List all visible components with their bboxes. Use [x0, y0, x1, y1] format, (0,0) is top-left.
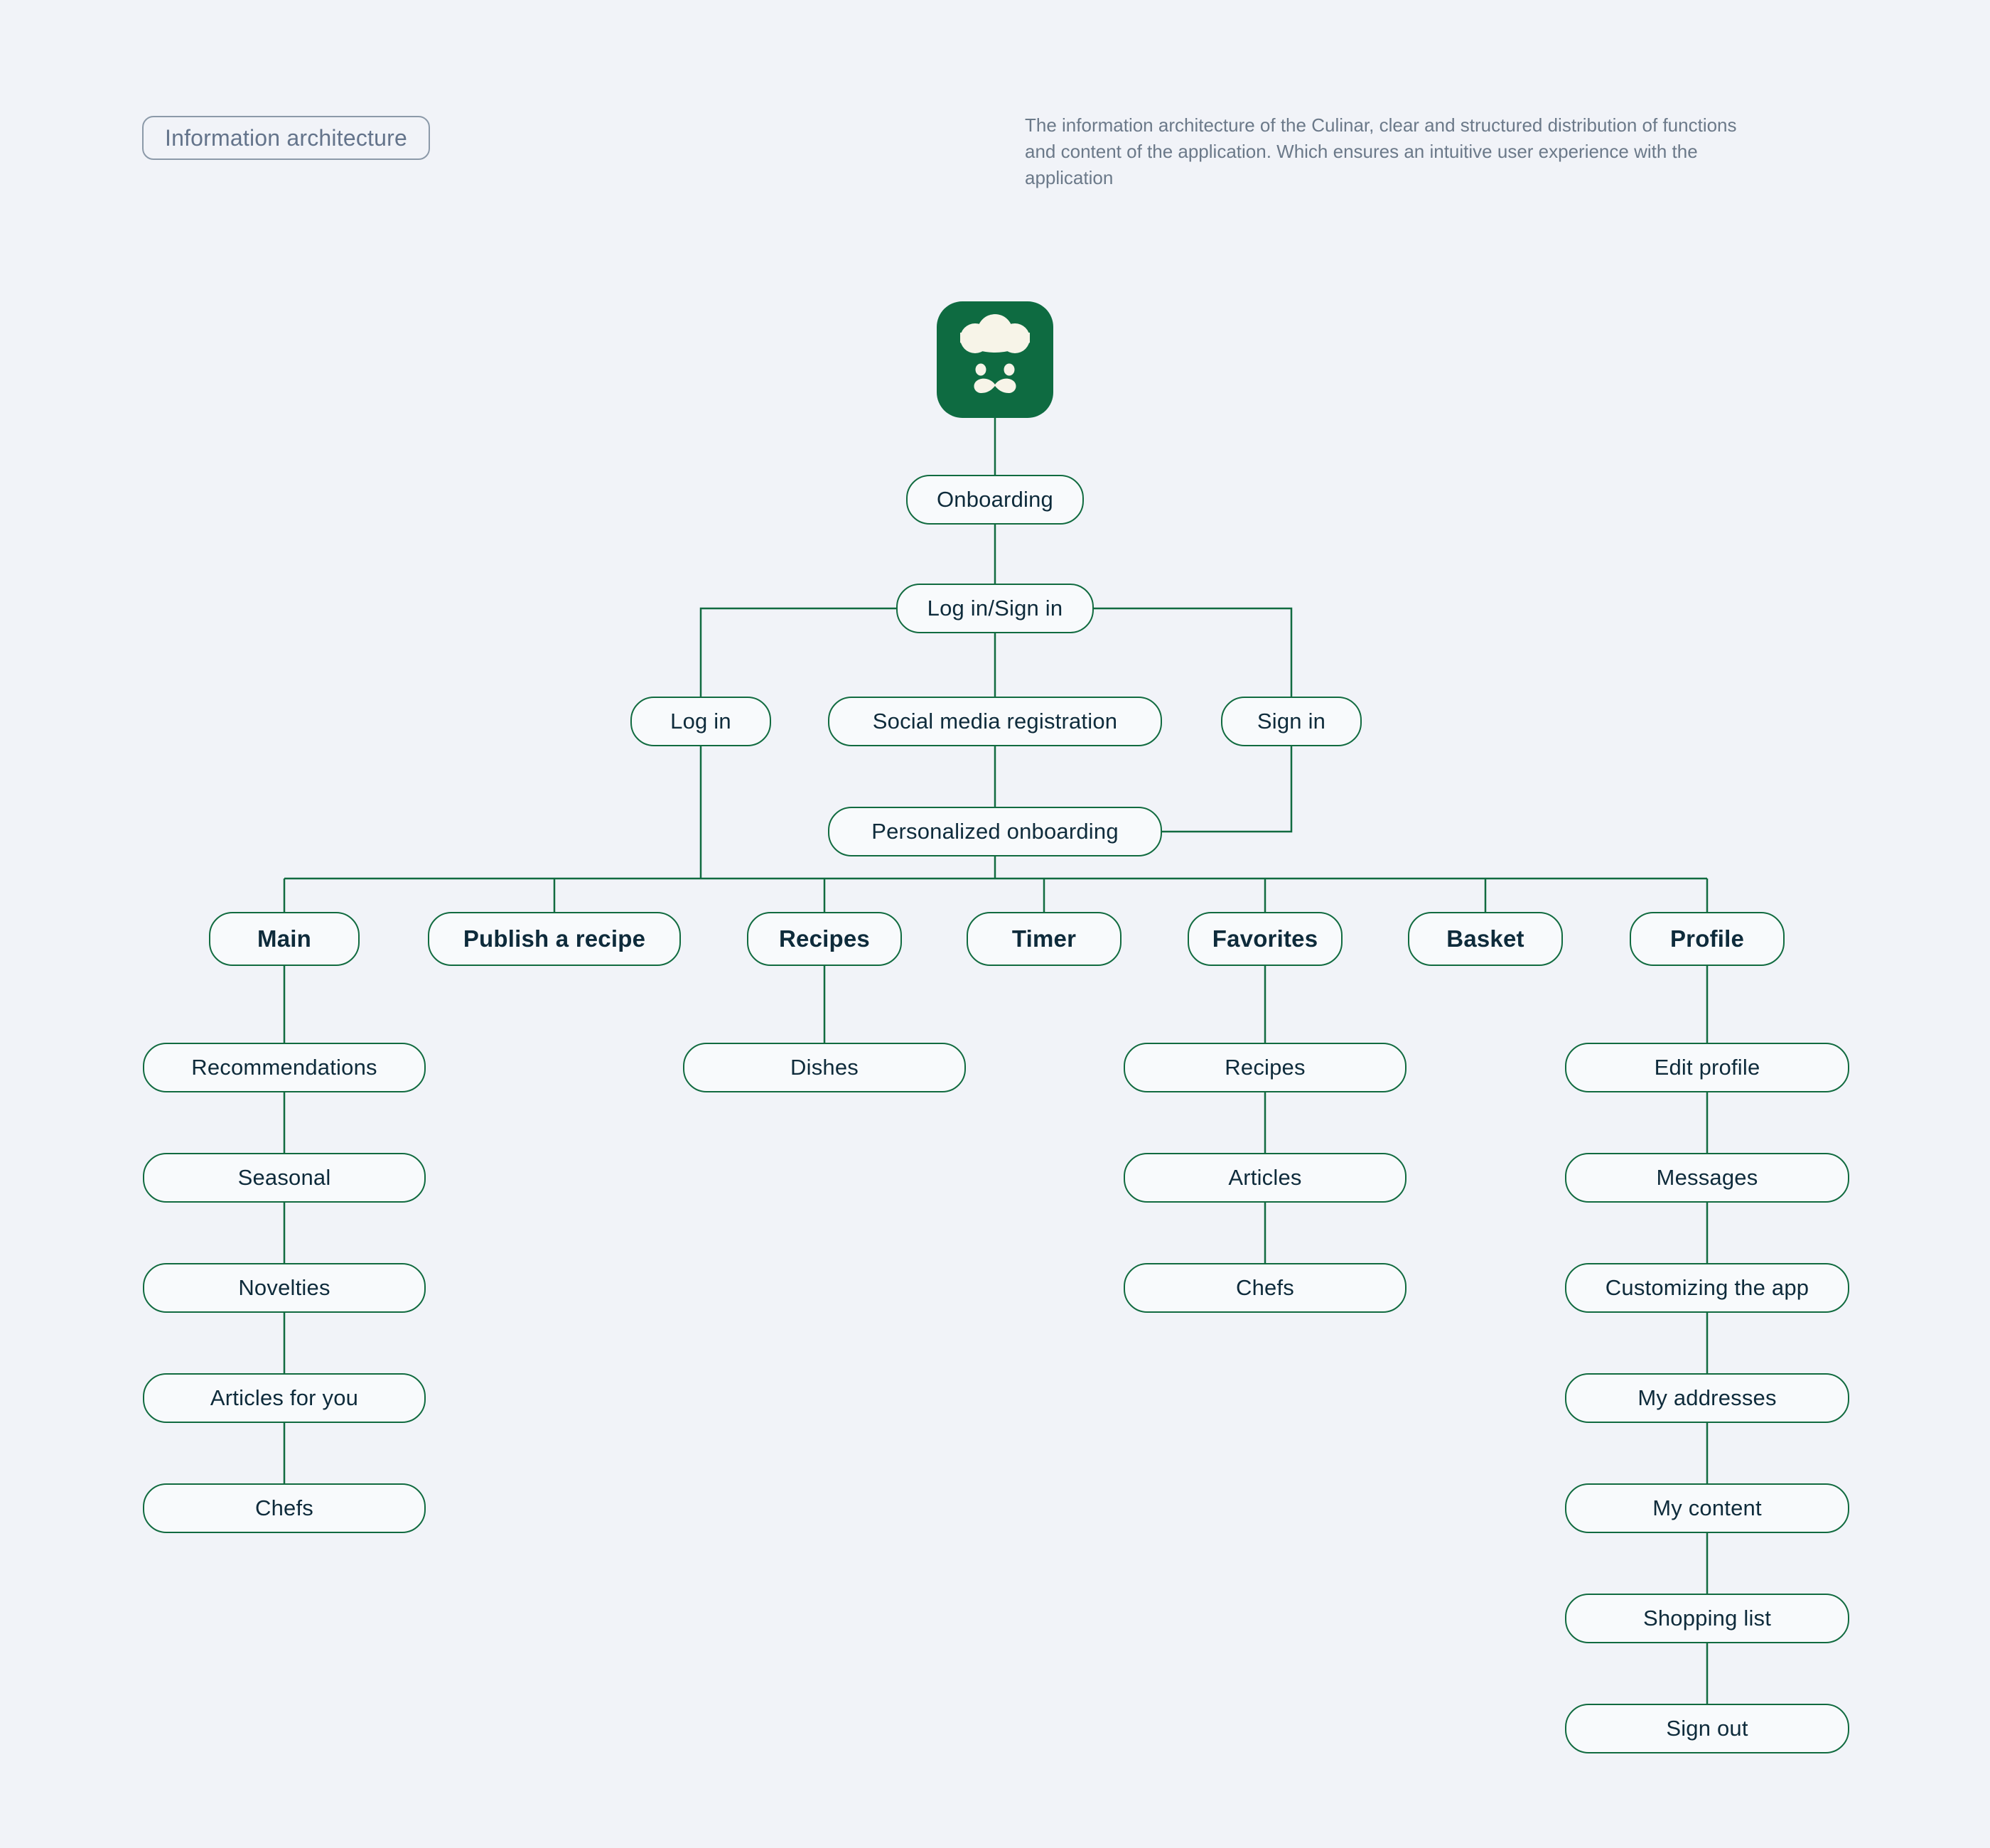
node-main-seasonal: Seasonal — [143, 1153, 426, 1203]
node-recipes: Recipes — [747, 912, 902, 966]
node-signin: Sign in — [1221, 697, 1362, 746]
node-social-media-registration: Social media registration — [828, 697, 1162, 746]
node-main-novelties: Novelties — [143, 1263, 426, 1313]
node-main: Main — [209, 912, 360, 966]
node-favorites: Favorites — [1188, 912, 1343, 966]
node-profile-edit-profile: Edit profile — [1565, 1043, 1849, 1092]
node-personalized-onboarding: Personalized onboarding — [828, 807, 1162, 856]
app-logo — [937, 301, 1053, 418]
node-basket: Basket — [1408, 912, 1563, 966]
node-timer: Timer — [967, 912, 1122, 966]
node-login: Log in — [630, 697, 771, 746]
page-title: Information architecture — [165, 124, 407, 151]
node-favorites-articles: Articles — [1124, 1153, 1407, 1203]
node-profile: Profile — [1630, 912, 1785, 966]
node-favorites-recipes: Recipes — [1124, 1043, 1407, 1092]
node-main-articles-for-you: Articles for you — [143, 1373, 426, 1423]
node-onboarding: Onboarding — [906, 475, 1084, 525]
node-publish-a-recipe: Publish a recipe — [428, 912, 681, 966]
node-profile-my-addresses: My addresses — [1565, 1373, 1849, 1423]
node-profile-messages: Messages — [1565, 1153, 1849, 1203]
page-title-badge: Information architecture — [142, 116, 430, 160]
node-login-signin: Log in/Sign in — [896, 584, 1094, 633]
node-favorites-chefs: Chefs — [1124, 1263, 1407, 1313]
node-profile-customizing-the-app: Customizing the app — [1565, 1263, 1849, 1313]
node-profile-my-content: My content — [1565, 1483, 1849, 1533]
page-description: The information architecture of the Culi… — [1025, 114, 1737, 188]
chef-icon — [937, 301, 1053, 418]
node-profile-sign-out: Sign out — [1565, 1704, 1849, 1753]
node-main-recommendations: Recommendations — [143, 1043, 426, 1092]
node-recipes-dishes: Dishes — [683, 1043, 966, 1092]
node-main-chefs: Chefs — [143, 1483, 426, 1533]
node-profile-shopping-list: Shopping list — [1565, 1594, 1849, 1643]
